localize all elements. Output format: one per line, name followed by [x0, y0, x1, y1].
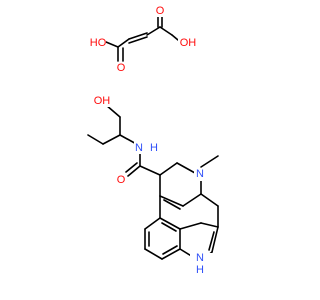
- bond: [208, 231, 215, 251]
- bond: [146, 26, 161, 36]
- bond: [200, 193, 219, 207]
- bond: [159, 217, 181, 230]
- hydrogen-label: H: [150, 142, 158, 154]
- bond: [200, 222, 219, 228]
- bond: [211, 226, 219, 253]
- oxygen-label: O: [156, 5, 165, 17]
- bond: [161, 248, 181, 260]
- atom-labels: HO O O OH OH N H O N N H: [88, 4, 214, 279]
- bond: [87, 134, 104, 145]
- nitrogen-label: N: [196, 252, 204, 264]
- bond: [128, 36, 148, 44]
- side-chain-bonds: [87, 104, 161, 177]
- bond: [161, 222, 177, 232]
- hydroxyl-label: HO: [90, 37, 107, 49]
- bond: [159, 162, 178, 176]
- nitrogen-label: N: [196, 168, 204, 180]
- bond: [125, 162, 138, 173]
- bond: [144, 248, 163, 260]
- hydrogen-label: H: [196, 264, 204, 276]
- bond: [171, 34, 179, 41]
- bond: [117, 38, 130, 48]
- bond: [163, 199, 181, 210]
- bond: [105, 41, 119, 48]
- oxygen-label: O: [117, 62, 126, 74]
- nitrogen-label: N: [135, 142, 143, 154]
- bond: [144, 217, 161, 230]
- hydroxyl-label: OH: [180, 37, 197, 49]
- structure-diagram: HO O O OH OH N H O N N H: [87, 4, 219, 279]
- bond: [200, 155, 219, 168]
- bond: [159, 26, 173, 36]
- bond: [162, 245, 178, 255]
- oxygen-label: O: [117, 174, 126, 186]
- ring-bonds: [144, 155, 219, 260]
- bond: [179, 222, 202, 230]
- hydroxyl-label: OH: [94, 95, 111, 107]
- bond: [182, 193, 202, 207]
- bond: [128, 32, 148, 40]
- bond: [127, 165, 141, 177]
- fumaric-acid-bonds: [105, 15, 179, 62]
- bond: [176, 162, 196, 174]
- bond: [159, 195, 184, 207]
- bond: [139, 165, 161, 176]
- chemical-structure-canvas: HO O O OH OH N H O N N H: [87, 4, 219, 279]
- bond: [102, 134, 121, 145]
